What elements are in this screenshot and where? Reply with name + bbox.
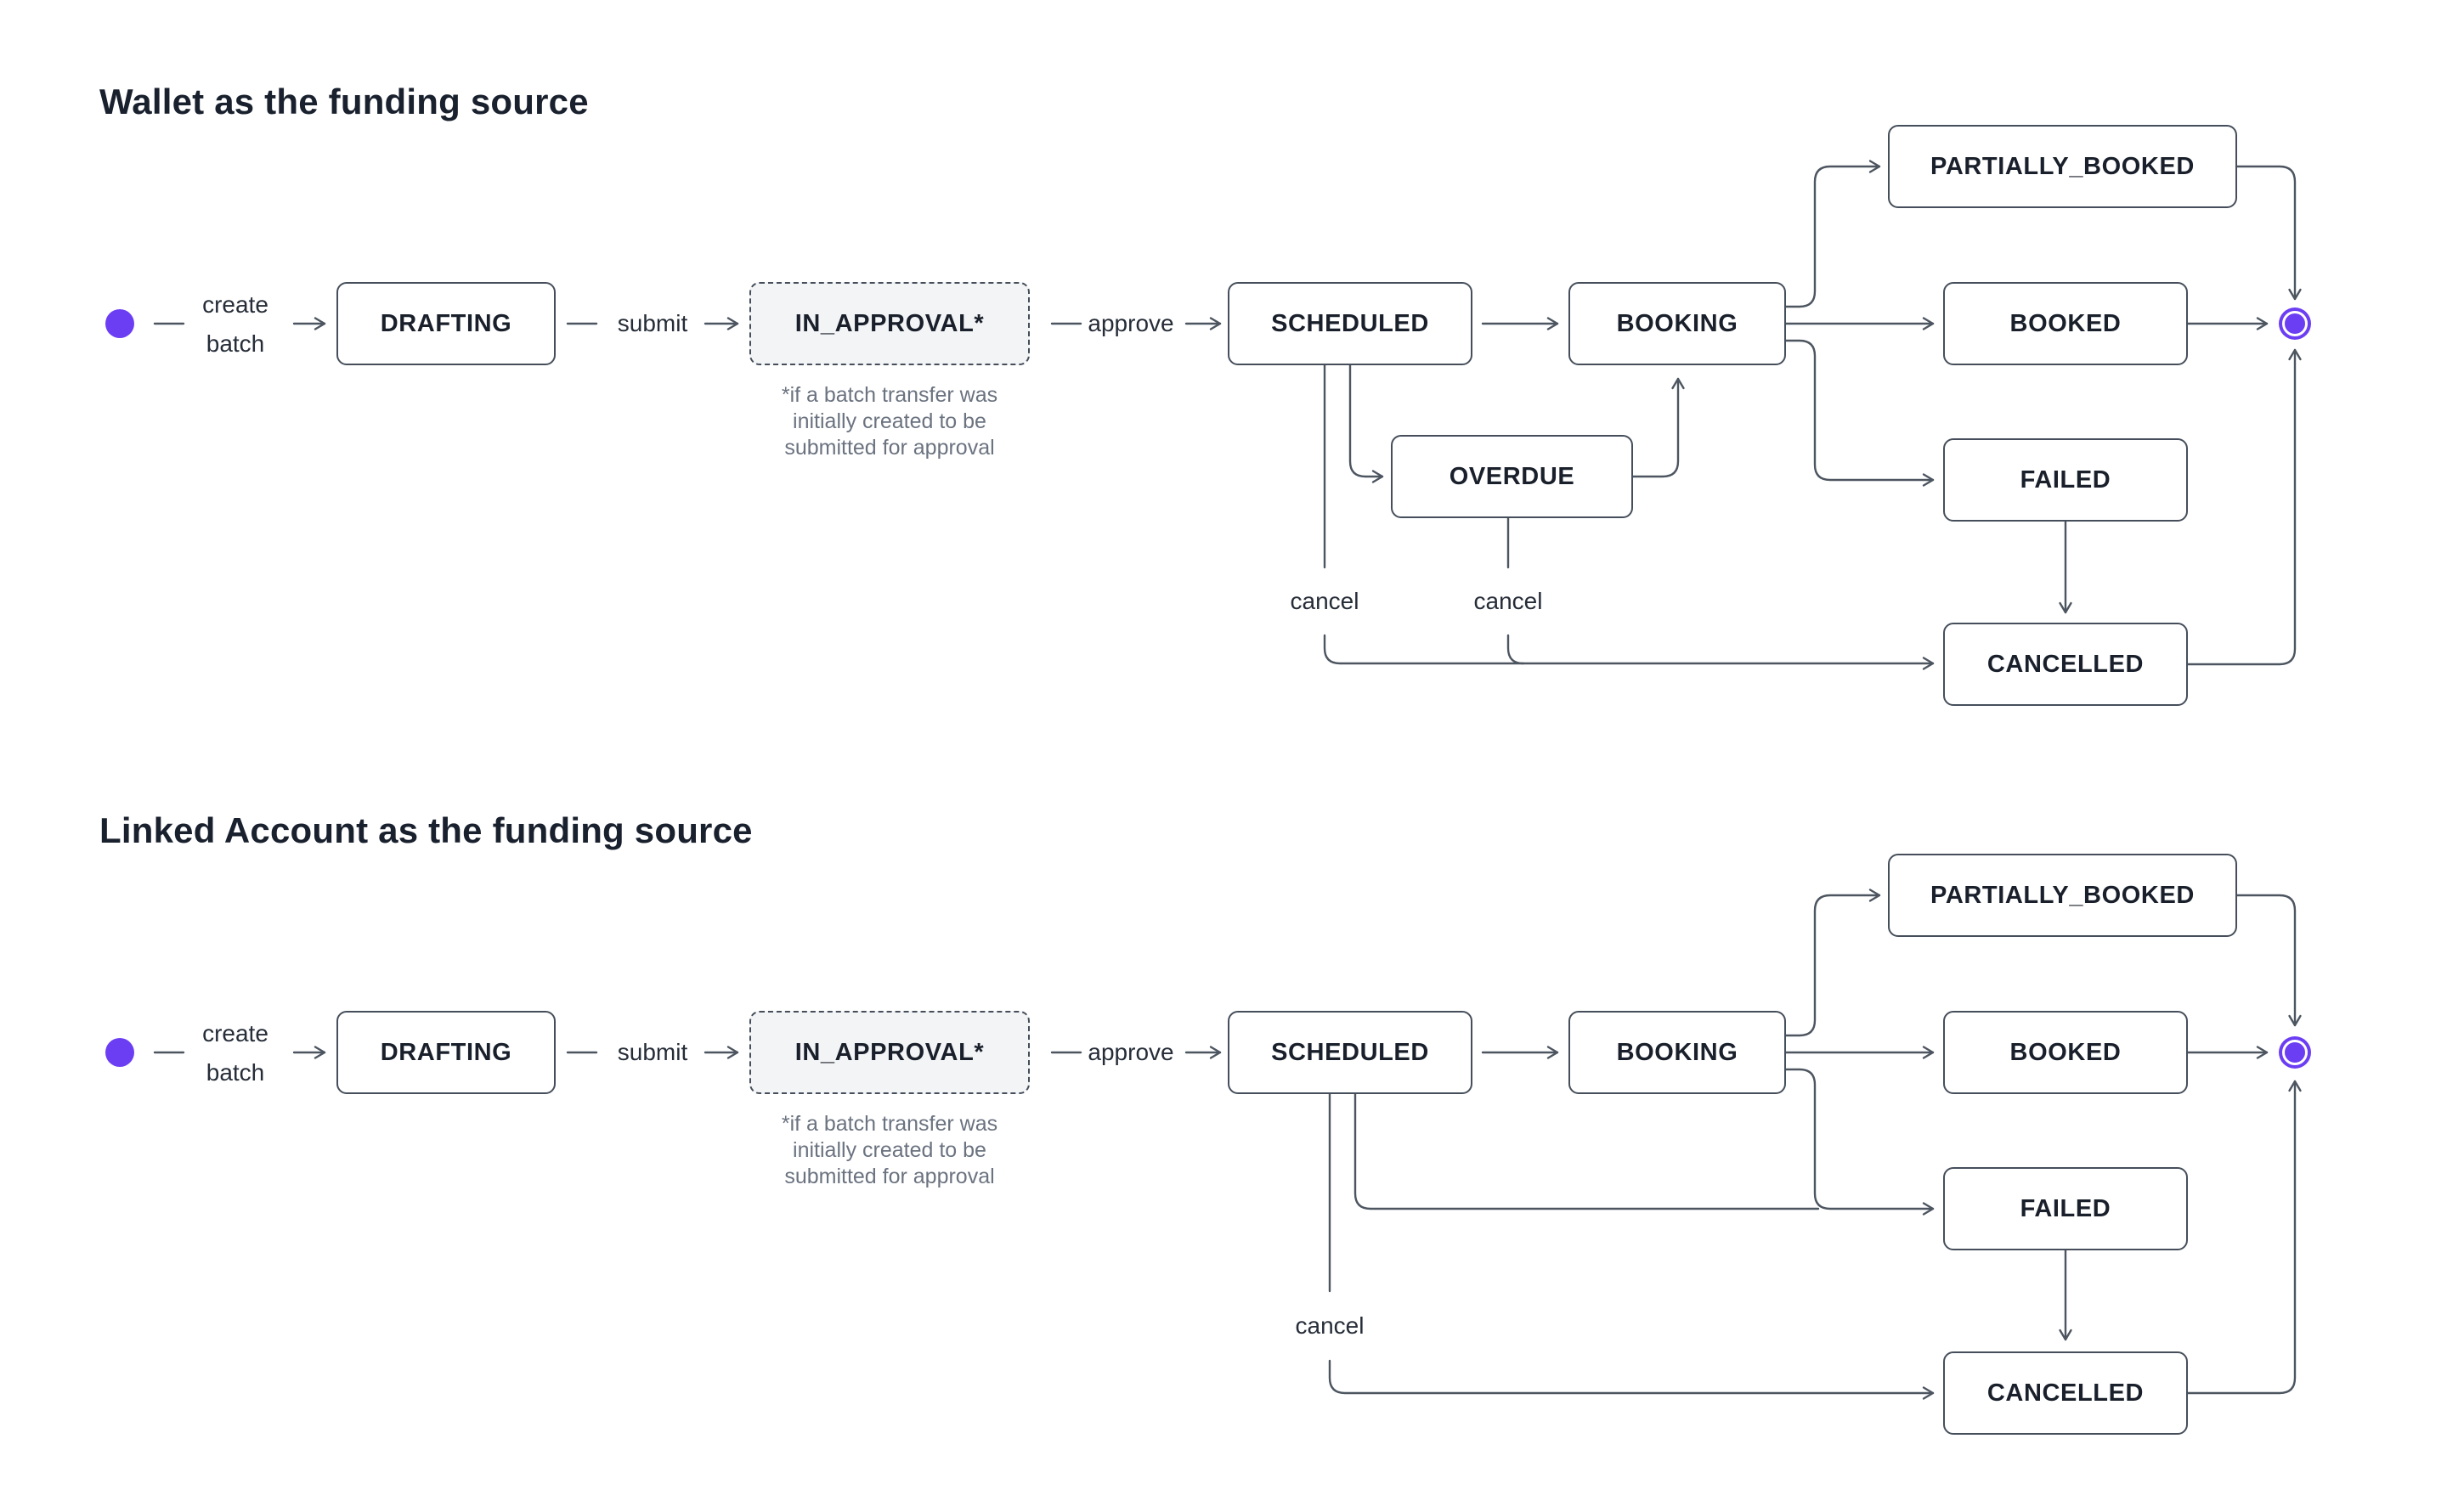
- note-line2: initially created to be: [793, 1138, 986, 1162]
- create-batch-line1: create: [202, 1020, 268, 1047]
- state-booked-linked: BOOKED: [1943, 1011, 2188, 1094]
- in-approval-note-wallet: *if a batch transfer was initially creat…: [745, 382, 1034, 461]
- state-scheduled-wallet: SCHEDULED: [1228, 282, 1472, 365]
- state-booked-wallet: BOOKED: [1943, 282, 2188, 365]
- start-state-dot-wallet: [105, 309, 134, 338]
- approve-label-wallet: approve: [1088, 310, 1174, 336]
- wallet-diagram-title: Wallet as the funding source: [99, 82, 589, 121]
- edge-scheduled-cancel-lower-w: [1323, 634, 1935, 670]
- note-line1: *if a batch transfer was: [781, 383, 998, 407]
- note-line1: *if a batch transfer was: [781, 1112, 998, 1136]
- edge-cancelled-to-final-l: [2186, 1080, 2302, 1395]
- state-in-approval-linked: IN_APPROVAL*: [749, 1011, 1030, 1094]
- state-drafting-linked: DRAFTING: [336, 1011, 556, 1094]
- edge-booking-to-partiallybooked-l: [1784, 889, 1881, 1037]
- start-state-dot-linked: [105, 1038, 134, 1067]
- edge-booking-to-failed-w: [1784, 339, 1935, 487]
- final-state-dot-wallet: [2279, 307, 2311, 340]
- state-partially-booked-wallet: PARTIALLY_BOOKED: [1888, 125, 2237, 208]
- state-overdue-wallet: OVERDUE: [1391, 435, 1633, 518]
- edge-partiallybooked-to-final-l: [2235, 894, 2302, 1027]
- submit-label-wallet: submit: [617, 310, 688, 336]
- cancel-label-scheduled-wallet: cancel: [1290, 588, 1359, 614]
- approve-label-linked: approve: [1088, 1039, 1174, 1065]
- submit-label-linked: submit: [617, 1039, 688, 1065]
- state-booking-linked: BOOKING: [1568, 1011, 1786, 1094]
- state-scheduled-linked: SCHEDULED: [1228, 1011, 1472, 1094]
- state-failed-linked: FAILED: [1943, 1167, 2188, 1250]
- state-cancelled-linked: CANCELLED: [1943, 1351, 2188, 1435]
- cancel-label-scheduled-linked: cancel: [1295, 1312, 1365, 1339]
- state-failed-wallet: FAILED: [1943, 438, 2188, 522]
- state-drafting-wallet: DRAFTING: [336, 282, 556, 365]
- edge-cancelled-to-final-w: [2186, 348, 2302, 666]
- note-line3: submitted for approval: [784, 436, 995, 460]
- final-state-dot-linked: [2279, 1036, 2311, 1069]
- edge-scheduled-cancel-lower-l: [1328, 1359, 1935, 1400]
- edge-overdue-cancel-lower-w: [1506, 634, 1525, 665]
- create-batch-line2: batch: [206, 1059, 265, 1086]
- state-in-approval-wallet: IN_APPROVAL*: [749, 282, 1030, 365]
- in-approval-note-linked: *if a batch transfer was initially creat…: [745, 1111, 1034, 1190]
- note-line3: submitted for approval: [784, 1165, 995, 1188]
- state-cancelled-wallet: CANCELLED: [1943, 623, 2188, 706]
- note-line2: initially created to be: [793, 409, 986, 433]
- create-batch-label-wallet: create batch: [167, 285, 303, 364]
- edge-partiallybooked-to-final-w: [2235, 165, 2302, 301]
- state-partially-booked-linked: PARTIALLY_BOOKED: [1888, 854, 2237, 937]
- create-batch-line2: batch: [206, 330, 265, 357]
- edge-booking-to-failed-l: [1784, 1068, 1935, 1216]
- edge-overdue-to-booking-w: [1631, 377, 1685, 478]
- create-batch-line1: create: [202, 291, 268, 318]
- linked-account-diagram-title: Linked Account as the funding source: [99, 810, 753, 850]
- edge-scheduled-to-overdue-w: [1348, 364, 1384, 483]
- create-batch-label-linked: create batch: [167, 1014, 303, 1092]
- cancel-label-overdue-wallet: cancel: [1473, 588, 1543, 614]
- edge-scheduled-to-failed-l: [1353, 1092, 1820, 1210]
- edge-booking-to-partiallybooked-w: [1784, 160, 1881, 308]
- state-booking-wallet: BOOKING: [1568, 282, 1786, 365]
